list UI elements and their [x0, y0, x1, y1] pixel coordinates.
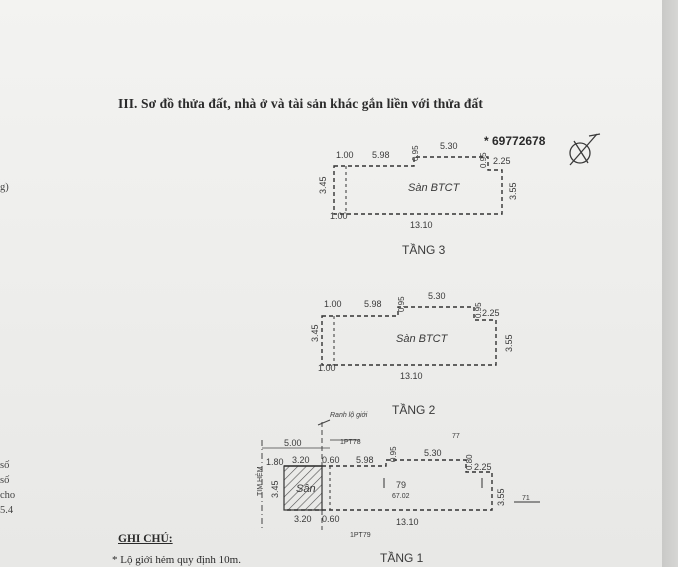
document-sheet	[0, 0, 662, 567]
dim-label: 5.30	[440, 141, 458, 151]
dim-label: 5.98	[356, 455, 374, 465]
dim-label: 1.00	[324, 299, 342, 309]
dim-label: 1.80	[266, 457, 284, 467]
north-arrow-icon	[569, 133, 601, 166]
dim-label: 0.95	[411, 145, 420, 161]
slab-label: Sàn BTCT	[408, 182, 461, 194]
dim-label: 1.00	[318, 363, 336, 373]
parcel-label: 1PT79	[350, 532, 371, 539]
margin-text: 5.4	[0, 505, 14, 516]
dim-label: 3.45	[318, 176, 328, 194]
dim-label: 3.20	[292, 455, 310, 465]
margin-text: số	[0, 475, 10, 486]
dim-label: 0.95	[397, 296, 406, 312]
margin-text: g)	[0, 182, 9, 193]
serial-number: * 69772678	[484, 134, 546, 148]
dim-label: 13.10	[410, 220, 433, 230]
plot-number: 79	[396, 480, 406, 490]
dim-label: 0.95	[479, 152, 488, 168]
margin-text: cho	[0, 490, 16, 501]
background-edge	[662, 0, 678, 567]
neighbor-label: 77	[452, 433, 460, 440]
floor3-plan: 1.00 5.98 0.95 5.30 0.95 2.25 3.45 3.55 …	[318, 141, 518, 257]
dim-label: 5.98	[364, 299, 382, 309]
dim-label: 5.30	[424, 448, 442, 458]
dim-label: 2.25	[474, 462, 492, 472]
floor-label: TẦNG 1	[380, 550, 424, 565]
dim-label: 5.00	[284, 438, 302, 448]
alley-label: TIM HẺM	[255, 466, 264, 496]
floor1-plan: Ranh lộ giới 5.00 1PT78 77 1.80 3.20 0.6…	[255, 412, 540, 565]
dim-label: 2.25	[493, 156, 511, 166]
floor2-plan: 1.00 5.98 0.95 5.30 0.95 2.25 3.45 3.55 …	[310, 291, 514, 417]
dim-label: 2.25	[482, 308, 500, 318]
boundary-label: Ranh lộ giới	[330, 412, 368, 419]
floor-label: TẦNG 3	[402, 242, 446, 257]
dim-label: 3.55	[504, 334, 514, 352]
dim-label: 3.55	[508, 182, 518, 200]
dim-label: 13.10	[396, 517, 419, 527]
dim-label: 0.95	[389, 446, 398, 462]
dim-label: 0.60	[322, 455, 340, 465]
dim-label: 1.00	[336, 150, 354, 160]
note-line: * Lộ giới hẻm quy định 10m.	[112, 554, 241, 566]
dim-label: 3.20	[294, 514, 312, 524]
dim-label: 3.55	[496, 488, 506, 506]
dim-label: 5.30	[428, 291, 446, 301]
dim-label: 0.80	[465, 454, 474, 470]
section-heading: III. Sơ đồ thửa đất, nhà ở và tài sản kh…	[118, 96, 483, 111]
slab-label: Sàn BTCT	[396, 333, 449, 345]
notes-title: GHI CHÚ:	[118, 533, 173, 545]
dim-label: 1.00	[330, 211, 348, 221]
margin-text: số	[0, 460, 10, 471]
plot-area: 67.02	[392, 493, 410, 500]
dim-label: 13.10	[400, 371, 423, 381]
parcel-label: 1PT78	[340, 439, 361, 446]
dim-label: 3.45	[310, 324, 320, 342]
dim-label: 0.95	[474, 302, 483, 318]
neighbor-label: 71	[522, 495, 530, 502]
dim-label: 3.45	[270, 480, 280, 498]
floor-label: TẦNG 2	[392, 402, 436, 417]
yard-label: Sân	[296, 483, 316, 495]
dim-label: 0.60	[322, 514, 340, 524]
dim-label: 5.98	[372, 150, 390, 160]
